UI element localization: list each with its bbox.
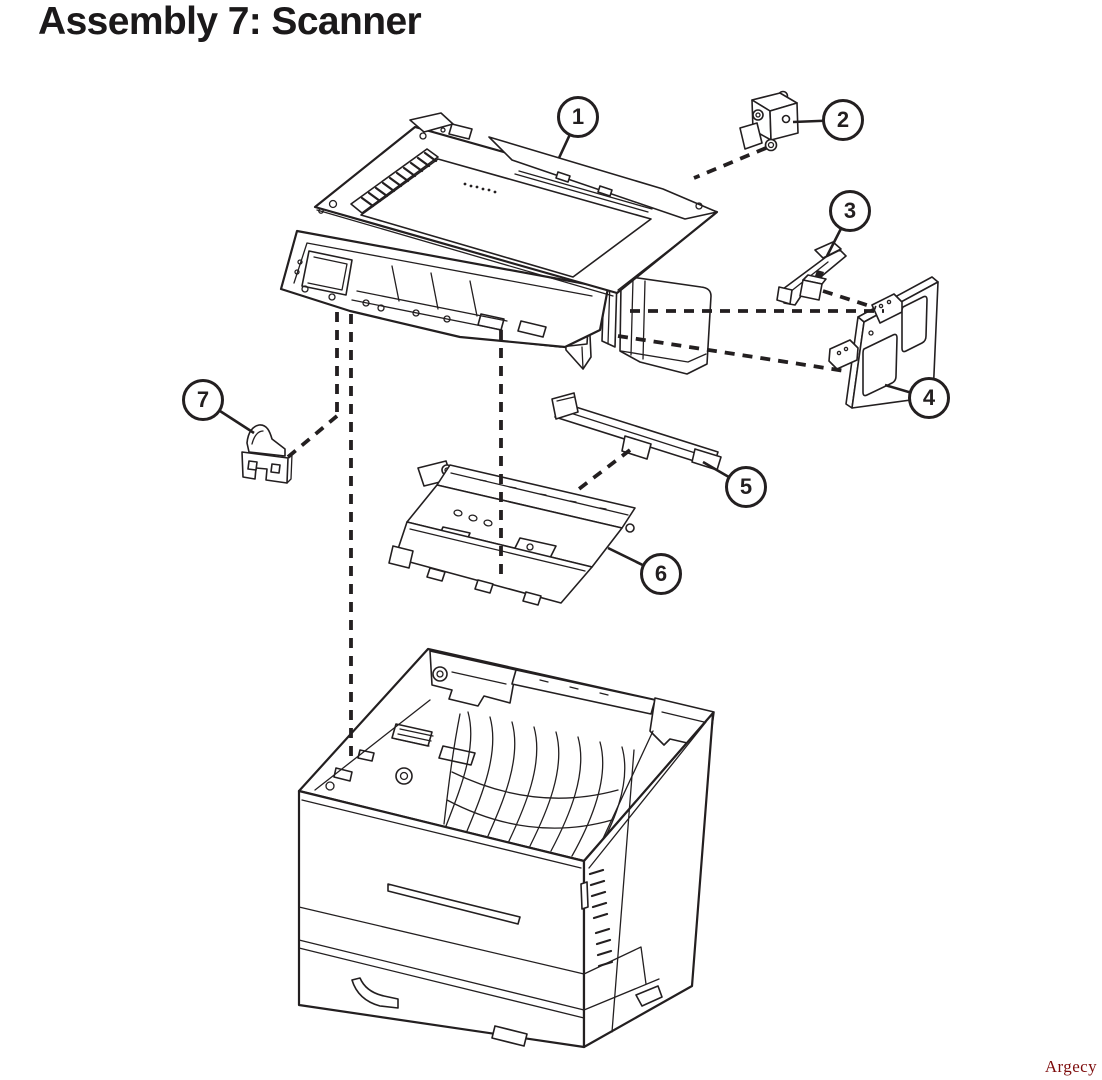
watermark-text: Argecy — [1044, 1057, 1097, 1076]
part-6-feed-guide-assembly — [388, 460, 636, 606]
callout-5-guide-rail: 5 — [725, 466, 767, 508]
callout-6-document-feed-guide-assembly: 6 — [640, 553, 682, 595]
assembly-dashed-lines — [286, 146, 884, 757]
callout-3-latch-bracket: 3 — [829, 190, 871, 232]
part-1-scanner-flatbed-assembly — [279, 112, 719, 375]
part-3-latch-bracket — [776, 241, 847, 306]
callout-2-scanner-hinge-block: 2 — [822, 99, 864, 141]
callout-7-mounting-bracket: 7 — [182, 379, 224, 421]
page-title: Assembly 7: Scanner — [38, 0, 422, 43]
printer-base-unit — [297, 647, 715, 1049]
part-4-rear-mounting-panel — [828, 276, 939, 409]
part-7-mounting-bracket — [241, 424, 293, 484]
part-2-scanner-hinge-block — [739, 90, 799, 152]
callout-1-scanner-flatbed-top-assembly: 1 — [557, 96, 599, 138]
part-5-guide-rail — [551, 392, 722, 471]
callout-4-rear-mounting-panel: 4 — [908, 377, 950, 419]
